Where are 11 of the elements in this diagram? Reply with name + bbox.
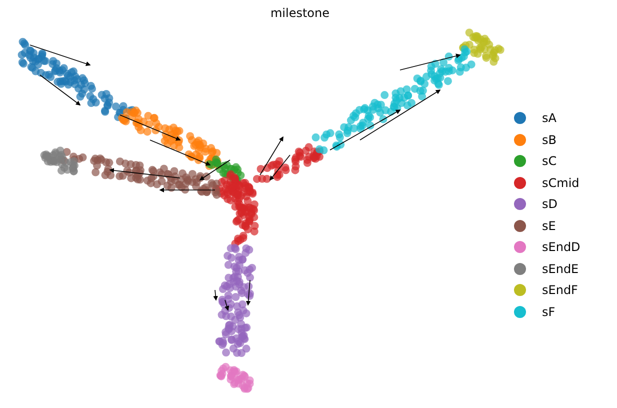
legend-label: sEndD xyxy=(542,240,580,254)
legend-label: sF xyxy=(542,304,556,318)
legend-label: sC xyxy=(542,154,557,168)
legend-label: sA xyxy=(542,111,556,125)
legend-label: sE xyxy=(542,218,556,232)
legend-label: sD xyxy=(542,197,558,211)
legend-label: sEndE xyxy=(542,262,579,276)
plot-title: milestone xyxy=(269,6,331,20)
legend-label: sCmid xyxy=(542,176,580,190)
legend-label: sB xyxy=(542,132,556,146)
legend-label: sEndF xyxy=(542,283,578,297)
